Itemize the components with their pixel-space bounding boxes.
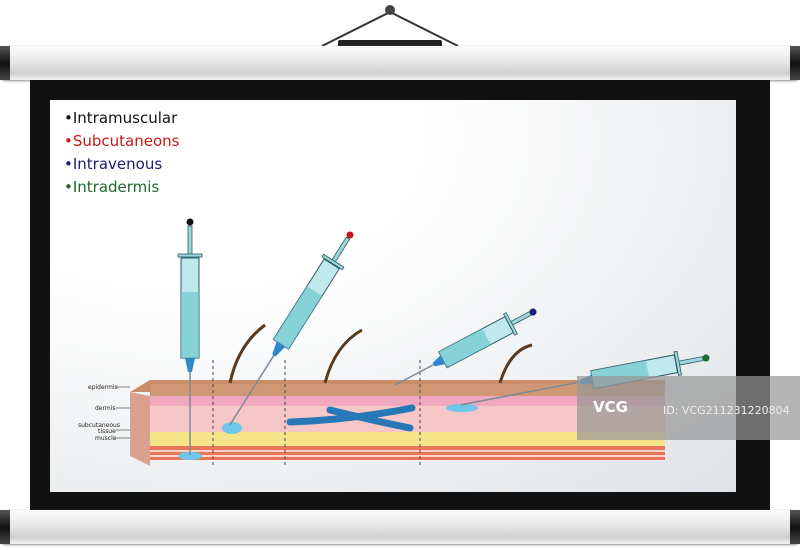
legend: Intramuscular Subcutaneons Intravenous I… (64, 107, 180, 199)
vein (286, 404, 416, 432)
watermark-id: ID: VCG211231220804 (663, 404, 790, 417)
legend-intravenous: Intravenous (64, 153, 179, 176)
label-epidermis: epidermis (88, 384, 118, 391)
syringe-intravenous (394, 308, 537, 386)
injected-fluid (178, 404, 478, 460)
label-muscle: muscle (95, 435, 117, 442)
watermark: VCG ID: VCG211231220804 (577, 376, 800, 440)
layer-labels: epidermis dermis subcutaneous tissue mus… (78, 384, 130, 442)
top-roller (0, 46, 800, 80)
label-subcutaneous: subcutaneous (78, 422, 120, 429)
watermark-logo: VCG (593, 398, 628, 416)
legend-subcutaneous: Subcutaneons (64, 130, 180, 153)
label-tissue: tissue (98, 428, 116, 435)
hairs (228, 323, 533, 384)
bottom-roller (0, 510, 800, 544)
legend-intradermis: Intradermis (64, 176, 179, 199)
legend-intramuscular: Intramuscular (64, 107, 179, 130)
label-dermis: dermis (95, 405, 116, 412)
syringe-subcutaneous (229, 231, 354, 426)
syringe-intramuscular (177, 218, 203, 455)
